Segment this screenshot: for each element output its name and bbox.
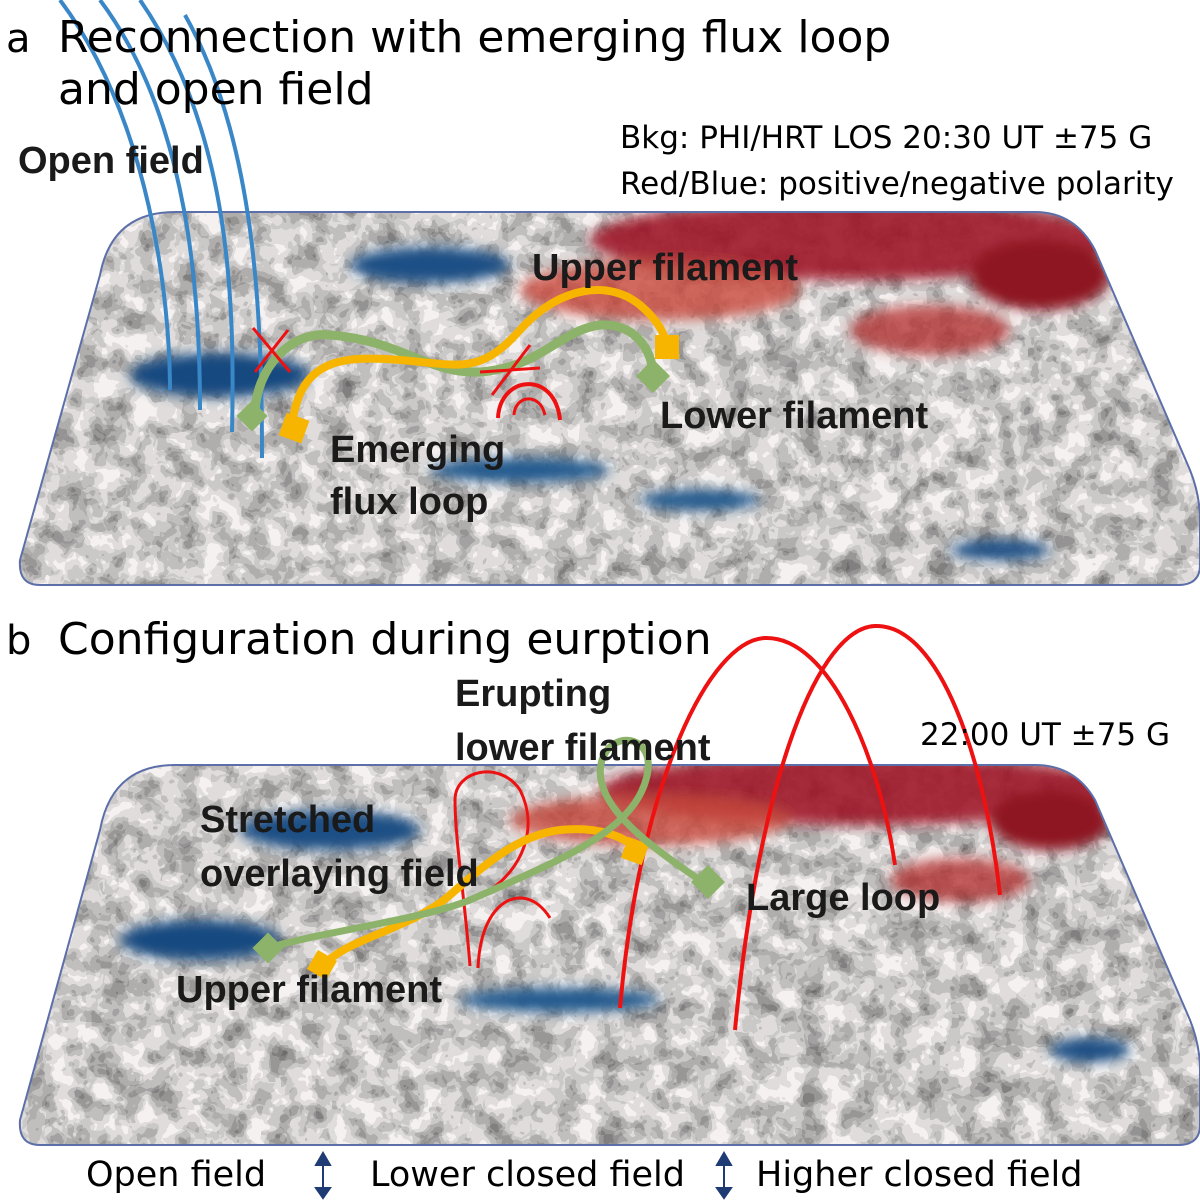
upper-filament-b-footpoint-right: [620, 836, 650, 866]
reconnection-x-left: [251, 327, 292, 373]
upper-filament-footpoint-right: [655, 335, 679, 359]
magnetogram-a: [19, 212, 1200, 585]
erupting-filament-footpoint-right: [691, 865, 725, 899]
lower-filament-a: [250, 320, 657, 420]
plate-border-b: [18, 764, 1200, 1146]
panel-b: b Configuration during eurption 22:00 UT…: [6, 614, 1200, 1146]
panel-a-title-line2: and open field: [58, 64, 374, 115]
label-emerging-line1: Emerging: [330, 429, 505, 471]
footer-legend: Open field Lower closed field Higher clo…: [86, 1151, 1083, 1200]
footer-higher-closed: Higher closed field: [756, 1155, 1083, 1195]
background-info-line2: Red/Blue: positive/negative polarity: [620, 166, 1174, 202]
panel-a-letter: a: [6, 16, 31, 62]
label-stretched-line2: overlaying field: [200, 853, 479, 895]
label-emerging-line2: flux loop: [330, 481, 488, 523]
label-stretched-line1: Stretched: [200, 799, 375, 841]
label-lower-filament-a: Lower filament: [660, 395, 928, 437]
upper-filament-b-footpoint-left: [306, 949, 338, 981]
footer-lower-closed: Lower closed field: [370, 1155, 685, 1195]
label-erupting-line2: lower filament: [455, 727, 711, 769]
reconnection-x-right: [479, 344, 541, 396]
panel-b-time: 22:00 UT ±75 G: [920, 717, 1170, 753]
upper-filament-a: [288, 286, 670, 429]
panel-a-title-line1: Reconnection with emerging flux loop: [58, 12, 891, 63]
magnetogram-b: [19, 765, 1200, 1145]
label-erupting-line1: Erupting: [455, 673, 611, 715]
erupting-lower-filament: [264, 736, 704, 952]
large-loops: [618, 623, 1002, 1031]
emerging-flux-loop: [496, 382, 562, 421]
double-arrow-icon: [715, 1151, 733, 1200]
lower-filament-footpoint-left: [236, 400, 268, 432]
label-upper-filament-b: Upper filament: [176, 969, 442, 1011]
erupting-filament-footpoint-left: [252, 932, 284, 964]
double-arrow-icon: [314, 1151, 332, 1200]
emerging-flux-loop-inner: [512, 397, 547, 416]
label-large-loop: Large loop: [746, 877, 940, 919]
background-info-line1: Bkg: PHI/HRT LOS 20:30 UT ±75 G: [620, 120, 1152, 156]
label-upper-filament-a: Upper filament: [532, 247, 798, 289]
panel-b-letter: b: [6, 618, 31, 664]
panel-b-title: Configuration during eurption: [58, 614, 712, 665]
plate-border-a: [18, 211, 1200, 586]
footer-open-field: Open field: [86, 1155, 266, 1195]
stretched-overlaying-field: [453, 770, 552, 969]
panel-a: a Reconnection with emerging flux loop a…: [6, 0, 1200, 586]
upper-filament-footpoint-left: [278, 412, 310, 444]
label-open-field: Open field: [18, 140, 204, 182]
lower-filament-footpoint-right: [636, 359, 670, 393]
